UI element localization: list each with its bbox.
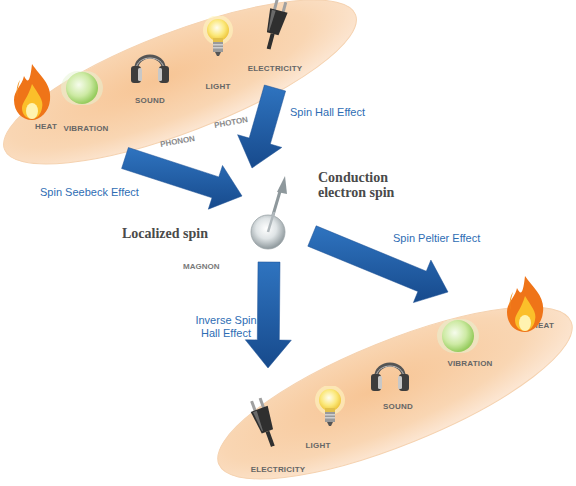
- node-text: LIGHT: [206, 82, 231, 91]
- node-text: Localized spin: [122, 226, 232, 241]
- node-text: ELECTRICITY: [248, 64, 303, 73]
- node-text: VIBRATION: [447, 359, 492, 368]
- vibration-icon: [61, 71, 103, 105]
- effect-arrow: [122, 148, 242, 210]
- node-text: SOUND: [135, 96, 165, 105]
- heat-icon: [507, 276, 543, 332]
- effect-label: Spin Peltier Effect: [393, 232, 480, 245]
- spin-sphere: Conduction electron spinLocalized spinMA…: [250, 214, 286, 250]
- node-text: MAGNON: [183, 262, 219, 271]
- node-text: HEAT: [35, 122, 57, 131]
- effect-label: Inverse Spin Hall Effect: [186, 314, 266, 340]
- vibration-icon: [437, 319, 479, 353]
- effect-label: Spin Hall Effect: [290, 106, 365, 119]
- heat-icon: [14, 64, 50, 120]
- node-text: Conduction electron spin: [318, 170, 413, 200]
- node-text: LIGHT: [306, 441, 331, 450]
- node-text: VIBRATION: [63, 124, 108, 133]
- sphere-shape: [250, 214, 286, 250]
- node-text: SOUND: [383, 402, 413, 411]
- node-text: ELECTRICITY: [251, 465, 306, 474]
- effect-label: Spin Seebeck Effect: [40, 186, 139, 199]
